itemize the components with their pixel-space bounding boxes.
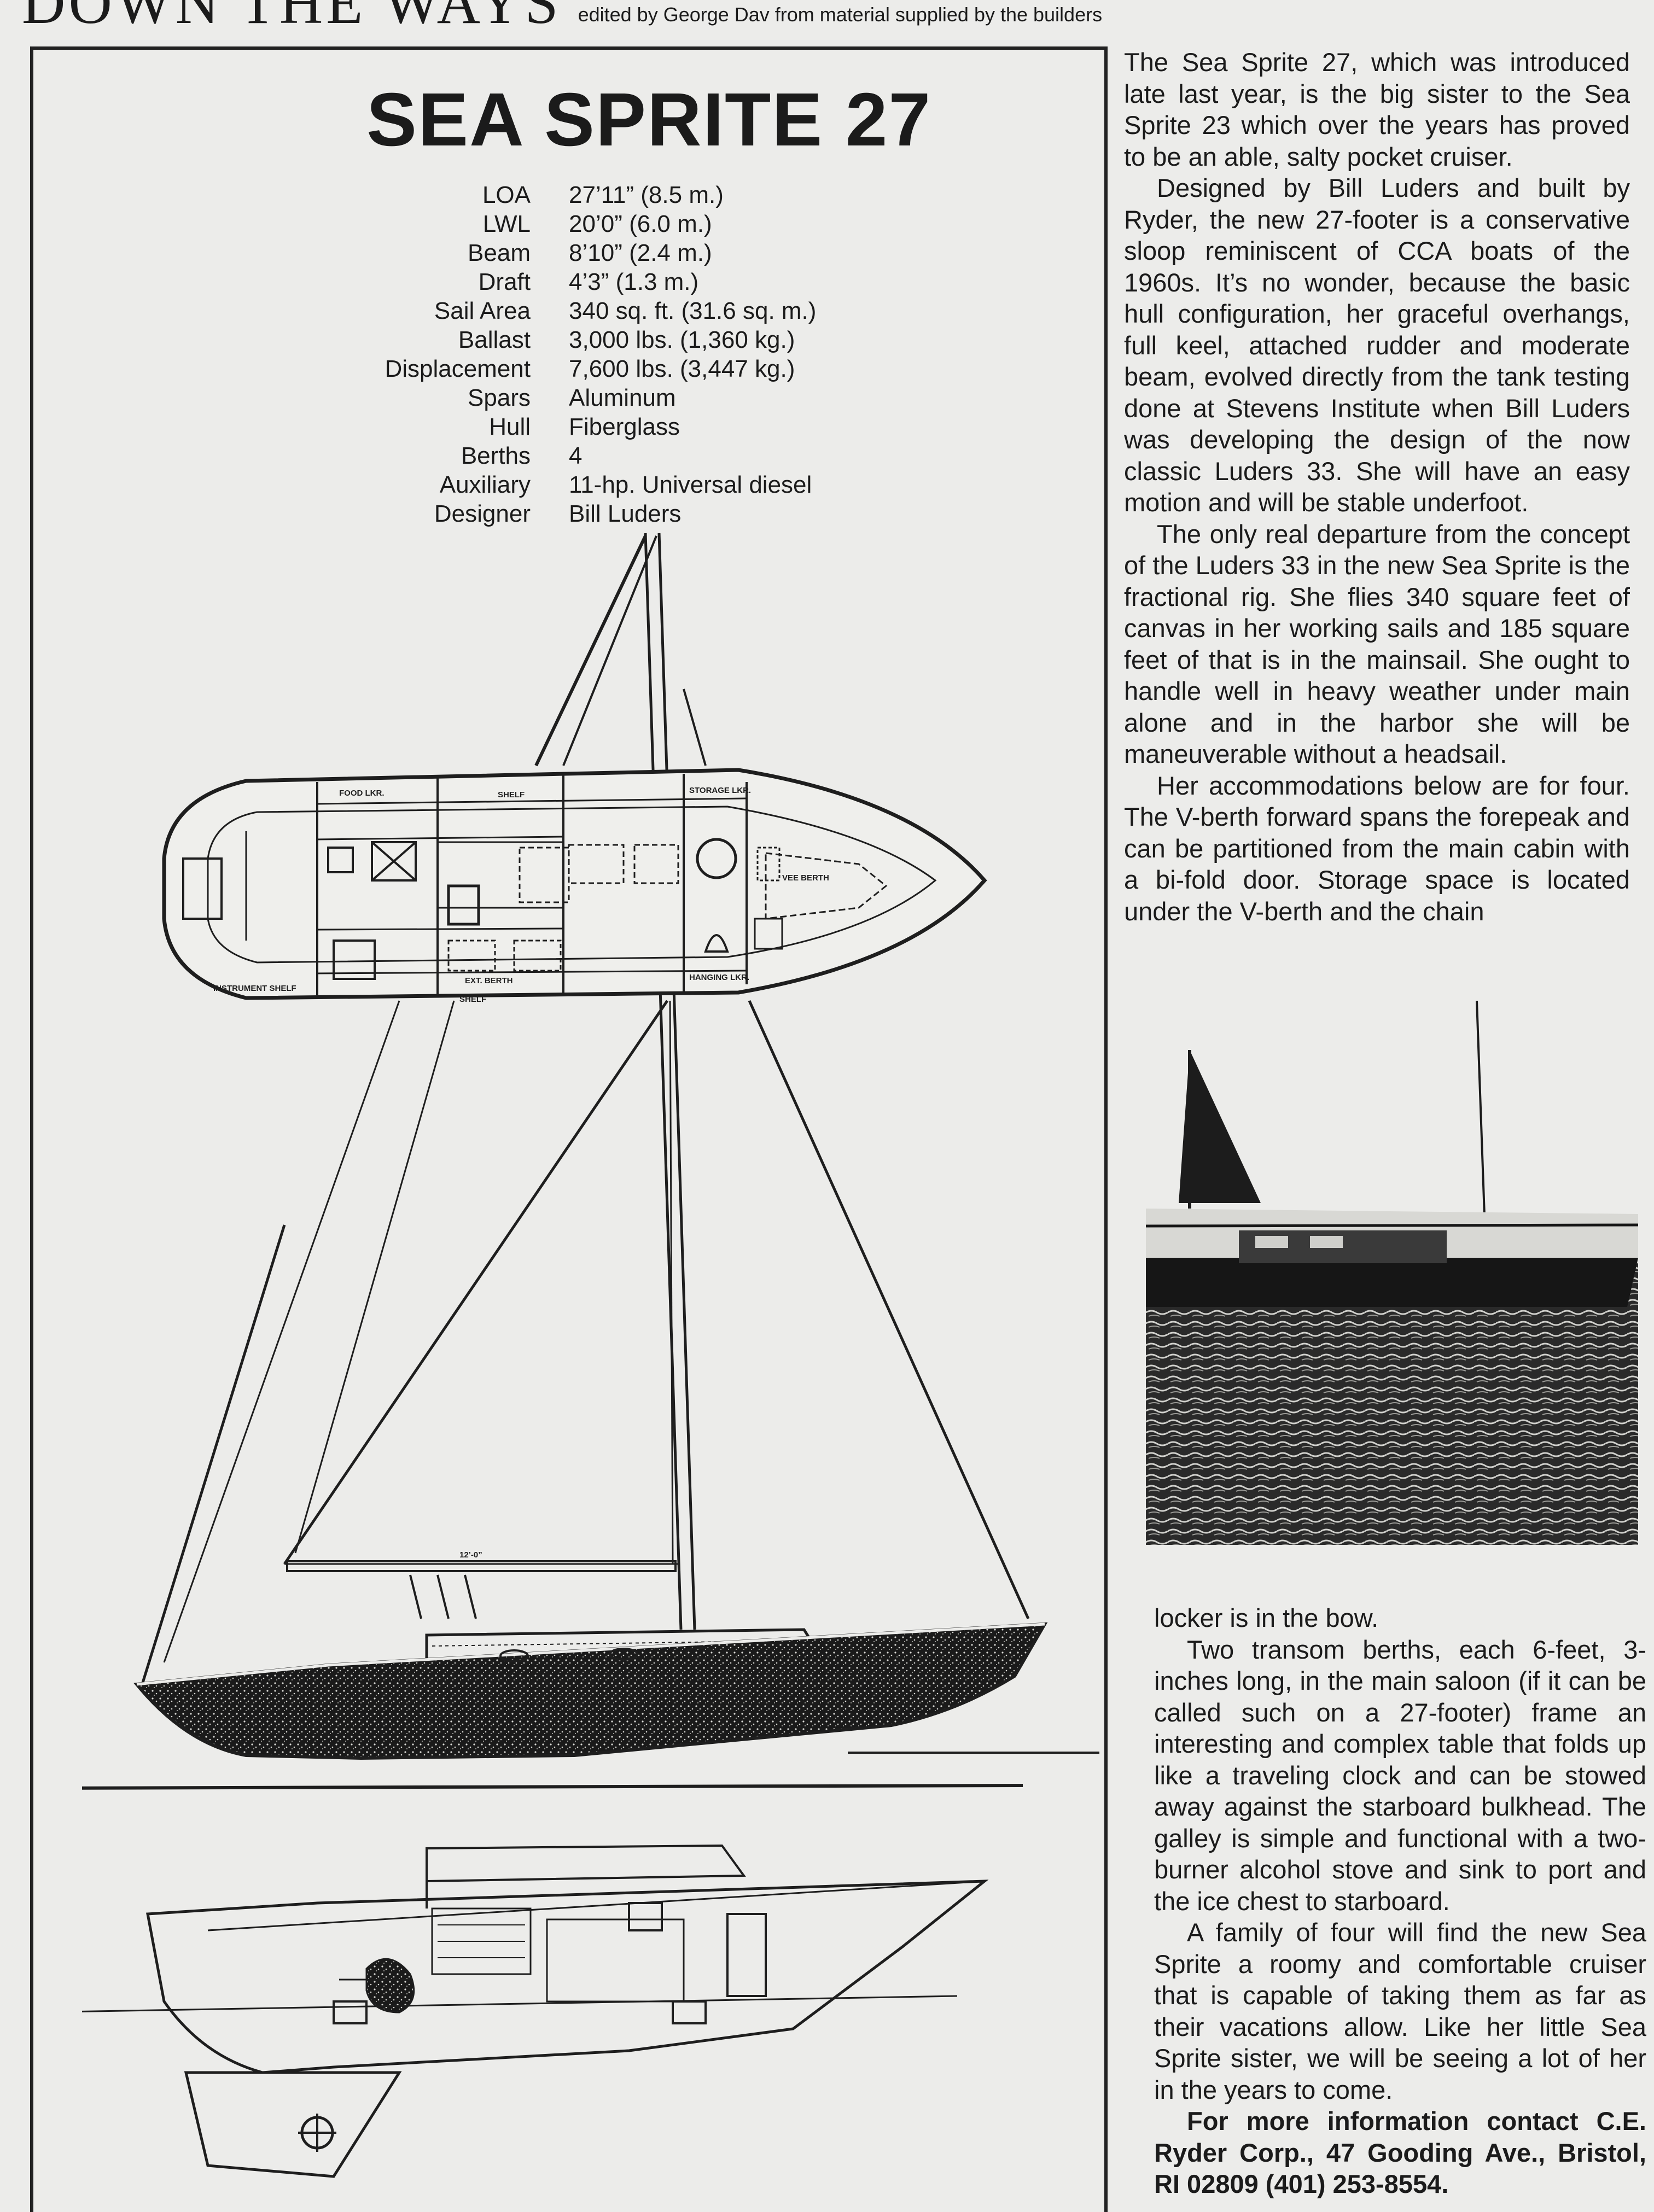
spec-row: Spars Aluminum: [372, 383, 864, 412]
sail-plan-drawing: FOOD LKR. SHELF STORAGE LKR. VEE BERTH E…: [82, 533, 1099, 2178]
article-column-top: The Sea Sprite 27, which was introduced …: [1124, 46, 1630, 927]
contact-info: For more information contact C.E. Ryder …: [1154, 2106, 1646, 2198]
article-paragraph: The only real departure from the concept…: [1124, 519, 1630, 769]
spec-label: Beam: [468, 240, 531, 266]
column-header: DOWN THE WAYS edited by George Dav from …: [0, 0, 1121, 33]
spec-value: 4: [569, 442, 583, 469]
article-paragraph: Two transom berths, each 6-feet, 3-inche…: [1154, 1635, 1646, 1916]
boom-length-label: 12’-0”: [459, 1550, 482, 1560]
spec-value: 8’10” (2.4 m.): [569, 240, 712, 266]
hull-profile: [133, 1622, 1048, 1760]
spec-row: Designer Bill Luders: [372, 499, 864, 528]
article-paragraph: locker is in the bow.: [1154, 1603, 1379, 1632]
hanging-locker-label: HANGING LKR.: [689, 973, 749, 982]
inboard-profile: [82, 1844, 989, 2178]
article-paragraph: Her accommodations below are for four. T…: [1124, 771, 1630, 926]
boat-title: SEA SPRITE 27: [366, 78, 932, 162]
spec-label: Designer: [434, 500, 531, 527]
spec-label: Ballast: [458, 326, 531, 353]
spec-value: Aluminum: [569, 384, 676, 411]
spec-value: 4’3” (1.3 m.): [569, 269, 699, 295]
food-locker-label: FOOD LKR.: [339, 789, 385, 798]
spec-row: Sail Area 340 sq. ft. (31.6 sq. m.): [372, 296, 864, 325]
upper-shroud-line: [534, 535, 647, 767]
spec-value: Bill Luders: [569, 500, 682, 527]
mainsail: [283, 1000, 678, 1565]
article-paragraph: Designed by Bill Luders and built by Ryd…: [1124, 173, 1630, 517]
spec-value: Fiberglass: [569, 413, 680, 440]
spec-value: 20’0” (6.0 m.): [569, 211, 712, 237]
spec-label: Displacement: [385, 355, 531, 382]
spec-label: Berths: [461, 442, 531, 469]
spec-table: LOA 27’11” (8.5 m.) LWL 20’0” (6.0 m.) Bea…: [372, 180, 864, 528]
spec-value: 7,600 lbs. (3,447 kg.): [569, 355, 795, 382]
spec-label: Spars: [468, 384, 531, 411]
editor-credit: edited by George Dav from material suppl…: [578, 3, 1103, 26]
spec-label: Draft: [478, 269, 531, 295]
spec-value: 340 sq. ft. (31.6 sq. m.): [569, 297, 817, 324]
jib: [141, 1000, 1030, 1685]
spec-row: Draft 4’3” (1.3 m.): [372, 267, 864, 296]
spec-value: 11-hp. Universal diesel: [569, 471, 812, 498]
spec-label: Hull: [489, 413, 531, 440]
spec-row: Hull Fiberglass: [372, 412, 864, 441]
upper-shroud-line: [562, 535, 657, 766]
spec-value: 3,000 lbs. (1,360 kg.): [569, 326, 795, 353]
spec-panel-frame: [30, 46, 1108, 2212]
waterline: [82, 1784, 1023, 1790]
mast: [644, 533, 696, 1630]
spec-row: Auxiliary 11-hp. Universal diesel: [372, 470, 864, 499]
boom: [286, 1560, 677, 1572]
column-name: DOWN THE WAYS: [22, 0, 562, 36]
article-column-bottom: locker is in the bow. Two transom berths…: [1154, 1602, 1646, 2200]
spec-label: Sail Area: [434, 297, 531, 324]
spec-row: Ballast 3,000 lbs. (1,360 kg.): [372, 325, 864, 354]
ext-berth-label: EXT. BERTH: [465, 976, 513, 985]
spec-row: Beam 8’10” (2.4 m.): [372, 238, 864, 267]
spec-label: LWL: [482, 211, 531, 237]
instrument-shelf-label: INSTRUMENT SHELF: [213, 984, 296, 993]
spec-row: Displacement 7,600 lbs. (3,447 kg.): [372, 354, 864, 383]
deck-plan: [162, 768, 987, 1000]
shelf-label: SHELF: [459, 995, 486, 1004]
storage-locker-label: STORAGE LKR.: [689, 786, 751, 795]
spec-label: LOA: [482, 182, 531, 208]
spec-row: LWL 20’0” (6.0 m.): [372, 209, 864, 238]
article-paragraph: The Sea Sprite 27, which was introduced …: [1124, 48, 1630, 171]
article-paragraph: A family of four will find the new Sea S…: [1154, 1918, 1646, 2104]
shelf-label: SHELF: [498, 790, 525, 799]
spec-row: Berths 4: [372, 441, 864, 470]
spec-row: LOA 27’11” (8.5 m.): [372, 180, 864, 209]
spec-value: 27’11” (8.5 m.): [569, 182, 724, 208]
boat-photo: [1146, 1001, 1638, 1545]
vee-berth-label: VEE BERTH: [782, 873, 829, 883]
spec-label: Auxiliary: [439, 471, 531, 498]
